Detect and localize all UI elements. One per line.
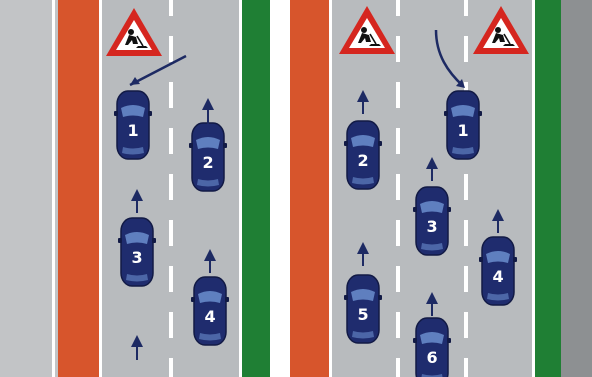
car-number-label: 4 <box>204 307 215 326</box>
scene-divider <box>270 0 290 377</box>
left-center-dashes <box>169 0 173 377</box>
lane-dash <box>169 266 173 292</box>
lane-dash <box>464 174 468 200</box>
car-windshield <box>486 251 510 263</box>
right-road-right-edge-line <box>532 0 535 377</box>
right-green-strip <box>535 0 561 377</box>
car-5: 5 <box>344 275 382 343</box>
car-windshield <box>420 201 444 213</box>
car-number-label: 6 <box>426 348 437 367</box>
lane-dash <box>396 358 400 377</box>
car-number-label: 4 <box>492 267 503 286</box>
left-scene <box>0 0 270 377</box>
left-edge-line <box>52 0 55 377</box>
car-number-label: 3 <box>426 217 437 236</box>
lane-dash <box>464 36 468 62</box>
car-3: 3 <box>118 218 156 286</box>
car-1: 1 <box>114 91 152 159</box>
lane-dash <box>396 312 400 338</box>
car-number-label: 2 <box>357 151 368 170</box>
lane-dash <box>169 358 173 377</box>
car-number-label: 1 <box>127 121 138 140</box>
car-4: 4 <box>191 277 229 345</box>
car-windshield <box>351 289 375 301</box>
left-road-right-edge-line <box>239 0 242 377</box>
lane-dash <box>169 220 173 246</box>
car-windshield <box>125 232 149 244</box>
lane-dash <box>169 36 173 62</box>
lane-dash <box>464 266 468 292</box>
lane-dash <box>396 0 400 16</box>
lane-dash <box>396 266 400 292</box>
car-1: 1 <box>444 91 482 159</box>
lane-dash <box>396 82 400 108</box>
lane-dash <box>464 0 468 16</box>
car-windshield <box>121 105 145 117</box>
left-shoulder <box>0 0 58 377</box>
car-windshield <box>198 291 222 303</box>
right-road-edge-line <box>329 0 332 377</box>
lane-dash <box>464 312 468 338</box>
lane-dash <box>169 174 173 200</box>
lane-dash <box>169 312 173 338</box>
lane-dash <box>396 174 400 200</box>
left-road-edge-line <box>99 0 102 377</box>
car-3: 3 <box>413 187 451 255</box>
car-2: 2 <box>344 121 382 189</box>
car-windshield <box>451 105 475 117</box>
lane-dash <box>396 220 400 246</box>
lane-dash <box>464 220 468 246</box>
lane-dash <box>169 128 173 154</box>
right-lane-dashes-1 <box>396 0 400 377</box>
lane-dash <box>169 82 173 108</box>
car-6: 6 <box>413 318 451 377</box>
right-red-lane <box>290 0 329 377</box>
lane-dash <box>169 0 173 16</box>
car-number-label: 2 <box>202 153 213 172</box>
lane-dash <box>396 36 400 62</box>
right-dark-strip <box>561 0 592 377</box>
car-2: 2 <box>189 123 227 191</box>
car-number-label: 1 <box>457 121 468 140</box>
lane-dash <box>396 128 400 154</box>
car-number-label: 5 <box>357 305 368 324</box>
left-red-lane <box>58 0 100 377</box>
car-windshield <box>196 137 220 149</box>
car-windshield <box>420 332 444 344</box>
right-lane-dashes-2 <box>464 0 468 377</box>
car-number-label: 3 <box>131 248 142 267</box>
lane-dash <box>464 358 468 377</box>
car-windshield <box>351 135 375 147</box>
left-green-strip <box>242 0 270 377</box>
car-4: 4 <box>479 237 517 305</box>
